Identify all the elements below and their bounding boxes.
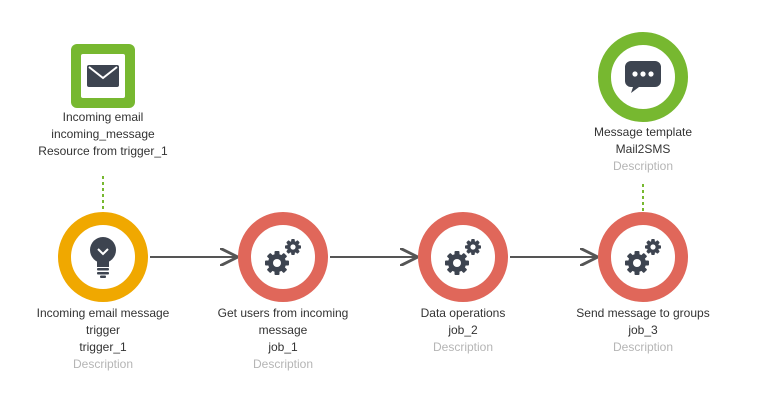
incoming-email-title: Incoming email — [62, 110, 144, 124]
job-2-label: Data operations job_2 Description — [373, 305, 553, 356]
trigger-description: Description — [72, 357, 134, 371]
message-template-node[interactable] — [598, 32, 688, 122]
job-1-node[interactable] — [238, 212, 328, 302]
job-3-description: Description — [612, 340, 674, 354]
gears-icon — [445, 239, 481, 275]
trigger-title-line1: Incoming email message — [36, 306, 170, 320]
message-template-label: Message template Mail2SMS Description — [553, 124, 733, 175]
incoming-email-detail: Resource from trigger_1 — [38, 144, 168, 158]
trigger-label: Incoming email message trigger trigger_1… — [13, 305, 193, 373]
gears-icon — [265, 239, 301, 275]
lightbulb-icon — [90, 237, 116, 278]
trigger-name: trigger_1 — [79, 340, 127, 354]
message-template-name: Mail2SMS — [615, 142, 671, 156]
job-3-label: Send message to groups job_3 Description — [553, 305, 733, 356]
envelope-icon — [87, 65, 119, 87]
job-2-name: job_2 — [448, 323, 478, 337]
message-template-description: Description — [612, 159, 674, 173]
incoming-email-node[interactable] — [71, 44, 135, 108]
trigger-node[interactable] — [58, 212, 148, 302]
job-3-node[interactable] — [598, 212, 688, 302]
job-2-node[interactable] — [418, 212, 508, 302]
message-template-title: Message template — [593, 125, 693, 139]
chat-bubble-icon — [625, 61, 661, 93]
job-2-title: Data operations — [420, 306, 506, 320]
incoming-email-name: incoming_message — [51, 127, 155, 141]
job-2-description: Description — [432, 340, 494, 354]
job-1-title-line2: message — [258, 323, 308, 337]
job-3-title: Send message to groups — [576, 306, 710, 320]
incoming-email-label: Incoming email incoming_message Resource… — [23, 109, 183, 160]
gears-icon — [625, 239, 661, 275]
job-1-title-line1: Get users from incoming — [217, 306, 349, 320]
job-1-description: Description — [252, 357, 314, 371]
trigger-title-line2: trigger — [85, 323, 120, 337]
job-1-label: Get users from incoming message job_1 De… — [193, 305, 373, 373]
job-3-name: job_3 — [628, 323, 658, 337]
job-1-name: job_1 — [268, 340, 298, 354]
